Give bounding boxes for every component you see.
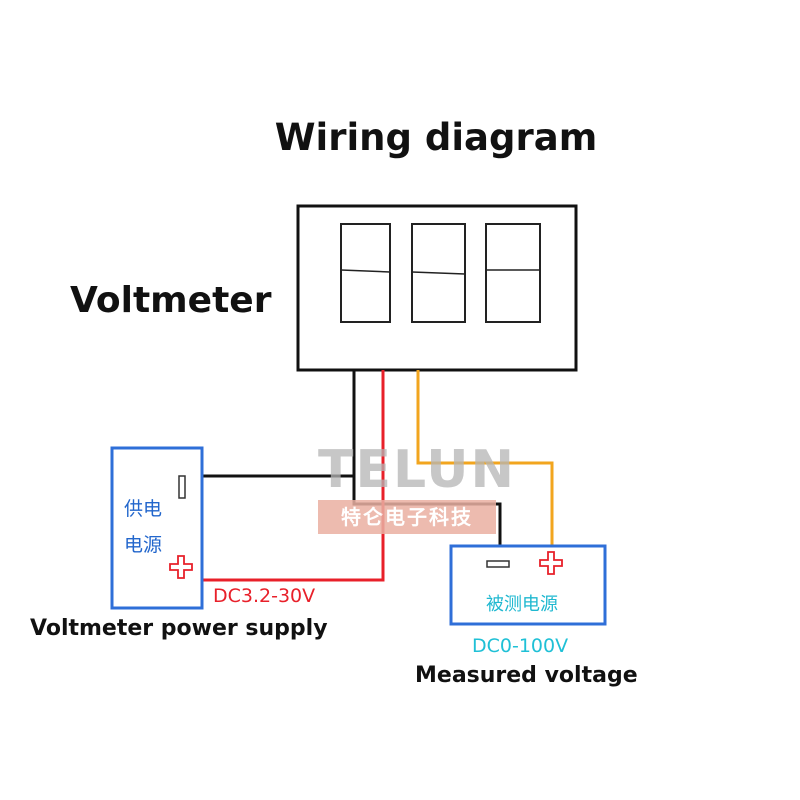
watermark-sub: 特仑电子科技 [318,500,496,534]
psu-chinese-line1: 供电 [124,498,163,520]
measured-voltage-range: DC0-100V [472,635,569,657]
measured-label: Measured voltage [415,663,638,688]
measured-plus-icon [539,551,563,575]
wire-orange [416,370,554,546]
psu-chinese-line2: 电源 [124,534,163,556]
diagram-title: Wiring diagram [274,116,598,159]
measured-chinese-label: 被测电源 [486,594,558,615]
digit-1 [340,223,391,323]
digit-3 [485,223,541,323]
voltmeter-body [296,204,578,372]
psu-voltage-range: DC3.2-30V [213,585,316,607]
wire-red [203,370,385,582]
psu-negative-terminal-icon [178,475,186,499]
watermark-brand: TELUN [318,440,517,500]
power-supply-box [110,446,204,610]
psu-label: Voltmeter power supply [30,616,328,641]
psu-plus-icon [169,555,193,579]
measured-negative-terminal-icon [486,560,510,568]
voltmeter-label: Voltmeter [70,280,272,321]
digit-2 [411,223,466,323]
measured-source-box [449,544,607,626]
